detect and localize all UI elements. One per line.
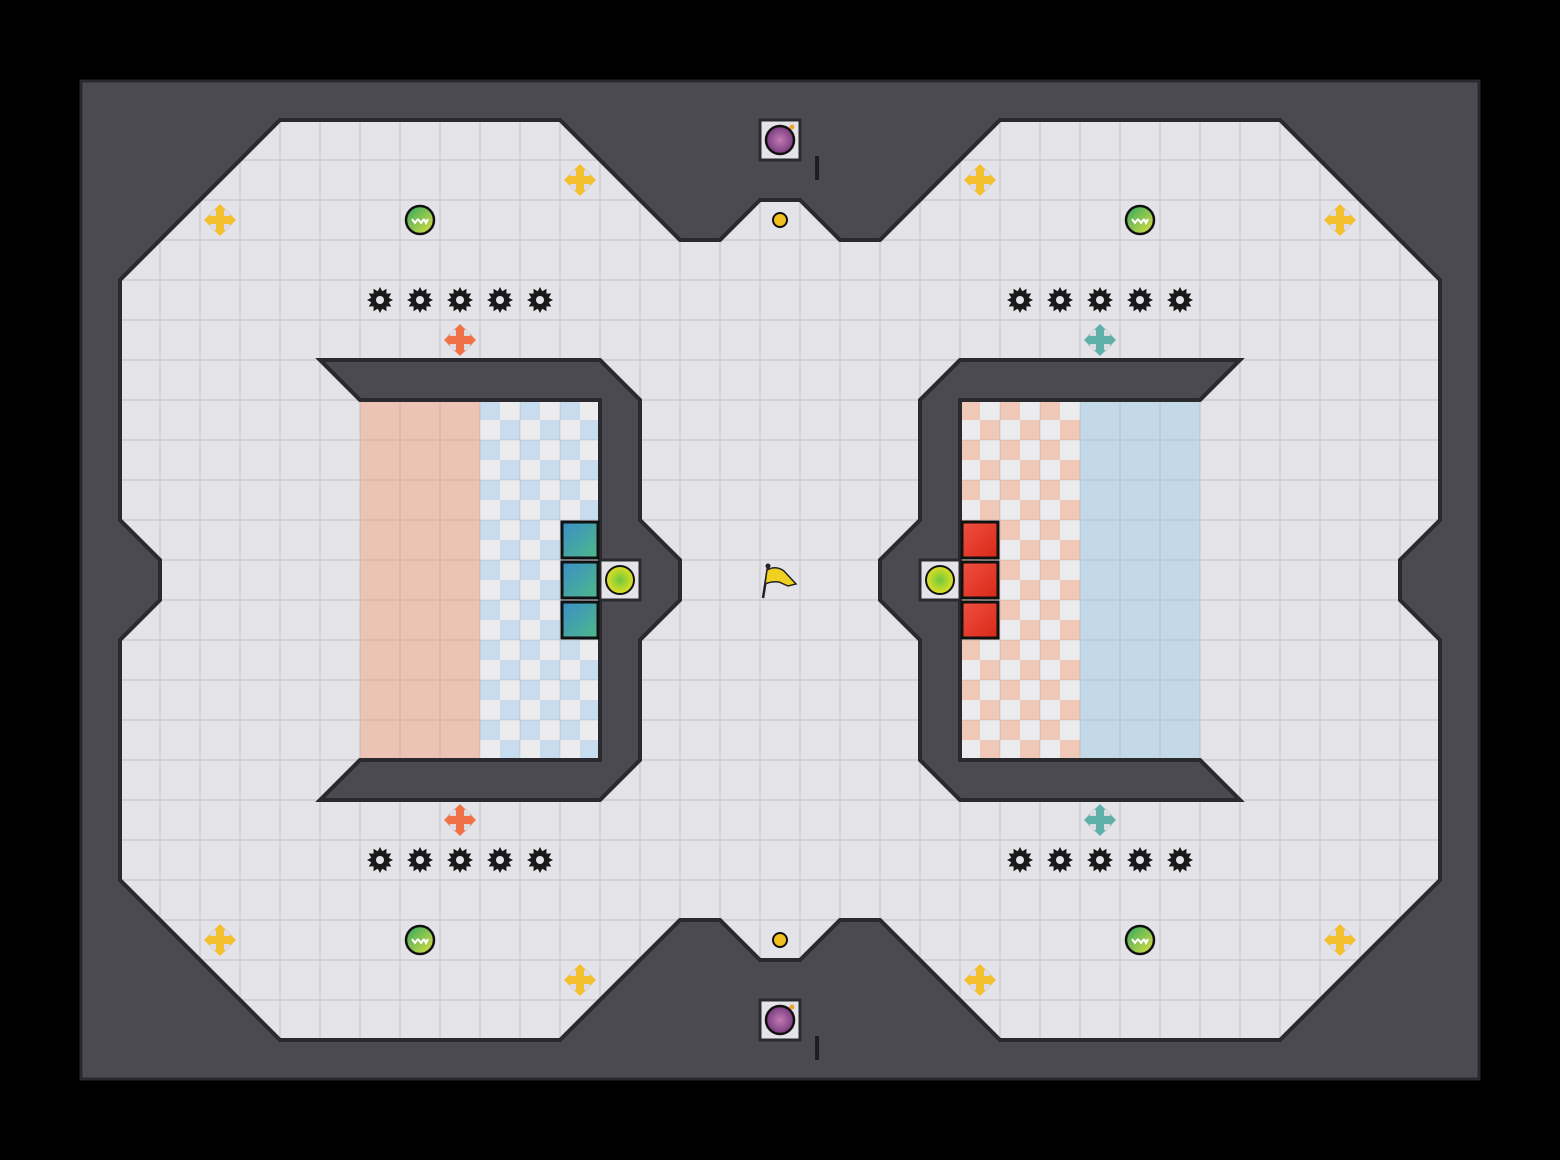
flag-icon <box>761 563 798 599</box>
spike-icon <box>367 847 393 873</box>
spike-icon <box>1127 287 1153 313</box>
blue-gate <box>560 600 600 640</box>
teal-boost-icon <box>1084 324 1116 356</box>
spike-icon <box>1087 287 1113 313</box>
blue-gate <box>560 560 600 600</box>
wall-marker <box>815 1036 819 1060</box>
spike-icon <box>1127 847 1153 873</box>
yellow-boost-icon <box>204 204 236 236</box>
yellow-boost-icon <box>564 964 596 996</box>
red-boost-icon <box>444 324 476 356</box>
yellow-boost-icon <box>1324 924 1356 956</box>
powerup-icon <box>404 924 436 956</box>
yellow-boost-icon <box>1324 204 1356 236</box>
spike-icon <box>527 287 553 313</box>
yellow-boost-icon <box>964 964 996 996</box>
yellow-boost-icon <box>204 924 236 956</box>
spike-icon <box>447 287 473 313</box>
red-gate <box>960 560 1000 600</box>
spike-icon <box>1007 287 1033 313</box>
spike-icon <box>1087 847 1113 873</box>
yellow-boost-icon <box>564 164 596 196</box>
spike-icon <box>367 287 393 313</box>
spike-icon <box>1007 847 1033 873</box>
red-endzone <box>360 400 480 760</box>
spike-icon <box>447 847 473 873</box>
bomb-icon <box>764 124 796 156</box>
red-gate <box>960 600 1000 640</box>
spike-icon <box>407 847 433 873</box>
button-icon <box>605 565 635 595</box>
yellow-boost-icon <box>964 164 996 196</box>
spike-icon <box>407 287 433 313</box>
spike-icon <box>487 287 513 313</box>
spike-icon <box>1167 847 1193 873</box>
red-checker-zone <box>960 400 1080 760</box>
powerup-icon <box>1124 924 1156 956</box>
blue-gate <box>560 520 600 560</box>
portal-icon <box>772 212 788 228</box>
blue-endzone <box>1080 400 1200 760</box>
bomb-icon <box>764 1004 796 1036</box>
spike-icon <box>1047 287 1073 313</box>
button-icon <box>925 565 955 595</box>
red-boost-icon <box>444 804 476 836</box>
teal-boost-icon <box>1084 804 1116 836</box>
powerup-icon <box>404 204 436 236</box>
wall-marker <box>815 156 819 180</box>
spike-icon <box>487 847 513 873</box>
powerup-icon <box>1124 204 1156 236</box>
spike-icon <box>527 847 553 873</box>
portal-icon <box>772 932 788 948</box>
spike-icon <box>1047 847 1073 873</box>
red-gate <box>960 520 1000 560</box>
spike-icon <box>1167 287 1193 313</box>
